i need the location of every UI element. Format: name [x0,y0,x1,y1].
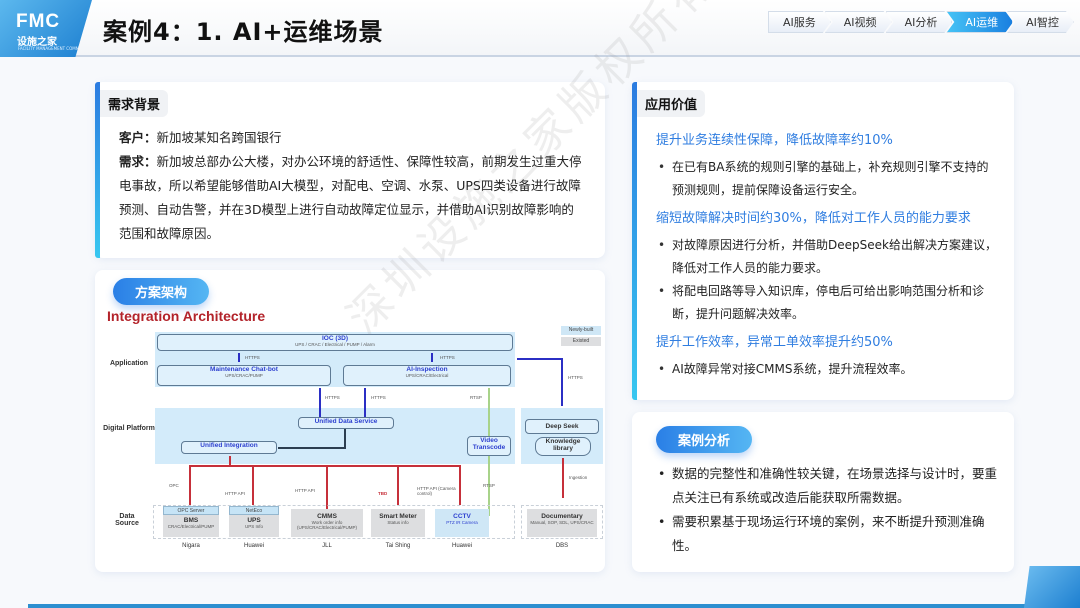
connector [189,465,191,505]
value-list: AI故障异常对接CMMS系统，提升流程效率。 [656,358,998,381]
connector [278,447,346,449]
connector [397,465,399,505]
requirements-body: 客户：新加坡某知名跨国银行 需求：新加坡总部办公大楼，对办公环境的舒适性、保障性… [119,126,585,246]
source-documentary: Documentary Manual, SOP, SDL, UPS/CRAC [527,509,597,537]
value-list: 对故障原因进行分析，并借助DeepSeek给出解决方案建议，降低对工作人员的能力… [656,234,998,326]
accent-bar [95,82,100,258]
case-analysis-card: 案例分析 数据的完整性和准确性较关键，在场景选择与设计时，要重点关注已有系统或改… [632,412,1014,572]
legend-new: Newly-built [561,326,601,335]
source-group [153,505,515,539]
connector [562,458,564,498]
arrow [431,353,433,362]
value-body: 提升业务连续性保障，降低故障率约10% 在已有BA系统的规则引擎的基础上，补充规… [656,130,998,387]
unified-integration-box: Unified Integration [181,441,277,454]
value-heading: 提升业务连续性保障，降低故障率约10% [656,133,893,148]
value-heading: 缩短故障解决时间约30%，降低对工作人员的能力要求 [656,211,971,226]
source-bms: BMS CRAC/Electrical/PUMP [163,515,219,537]
list-item: 数据的完整性和准确性较关键，在场景选择与设计时，要重点关注已有系统或改造后能获取… [654,462,1000,510]
video-transcode-box: Video Transcode [467,436,511,456]
breadcrumb: AI服务 AI视频 AI分析 AI运维 AI智控 [768,11,1074,33]
requirements-tag: 需求背景 [100,90,169,117]
customer-value: 新加坡某知名跨国银行 [156,130,282,145]
footer-bar [28,604,1080,608]
logo-sub: 设施之家 [17,37,57,48]
architecture-tag: 方案架构 [113,278,210,305]
source-group-docs [521,505,603,539]
requirements-card: 需求背景 客户：新加坡某知名跨国银行 需求：新加坡总部办公大楼，对办公环境的舒适… [95,82,605,258]
logo-tiny: FACILITY MANAGEMENT COMMUNITY [18,46,92,51]
logo: FMC 设施之家 FACILITY MANAGEMENT COMMUNITY [0,0,92,57]
crumb-ai-video[interactable]: AI视频 [825,11,892,33]
list-item: 将配电回路等导入知识库，停电后可给出影响范围分析和诊断，提升问题解决效率。 [656,280,998,326]
connector [326,465,328,509]
crumb-ai-analysis[interactable]: AI分析 [886,11,953,33]
connector [561,358,563,406]
arrow [319,388,321,420]
crumb-ai-service[interactable]: AI服务 [768,11,831,33]
case-analysis-tag: 案例分析 [656,426,753,453]
source-cmms: CMMS Work order info (UPS/CRAC/Electrica… [291,509,363,537]
list-item: 对故障原因进行分析，并借助DeepSeek给出解决方案建议，降低对工作人员的能力… [656,234,998,280]
deepseek-box: Deep Seek [525,419,599,434]
layer-application: Application [109,360,149,367]
connector [229,456,231,466]
crumb-ai-ops[interactable]: AI运维 [946,11,1013,33]
unified-data-service-box: Unified Data Service [298,417,394,429]
architecture-card: 方案架构 Integration Architecture Newly-buil… [95,270,605,572]
connector [344,429,346,448]
footer-corner [1024,566,1080,608]
need-value: 新加坡总部办公大楼，对办公环境的舒适性、保障性较高，前期发生过重大停电事故，所以… [119,154,582,241]
layer-source: Data Source [115,513,139,527]
accent-bar [632,82,637,400]
source-cctv: CCTV PTZ IR Camera [435,509,489,537]
legend-existing: Existed [561,337,601,346]
list-item: 在已有BA系统的规则引擎的基础上，补充规则引擎不支持的预测规则，提前保障设备运行… [656,156,998,202]
arrow [238,353,240,362]
knowledge-library-box: Knowledge library [535,437,591,456]
page-title: 案例4：1. AI+运维场景 [103,18,384,46]
ioc-box: IOC (3D) UPS / CRAC / Electrical / PUMP … [157,334,513,351]
arrow [364,388,366,420]
red-bus [189,465,459,467]
case-analysis-list: 数据的完整性和准确性较关键，在场景选择与设计时，要重点关注已有系统或改造后能获取… [654,462,1000,558]
crumb-ai-control[interactable]: AI智控 [1007,11,1074,33]
layer-digital: Digital Platform [103,425,155,432]
architecture-title: Integration Architecture [107,308,266,324]
list-item: 需要积累基于现场运行环境的案例，来不断提升预测准确性。 [654,510,1000,558]
value-card: 应用价值 提升业务连续性保障，降低故障率约10% 在已有BA系统的规则引擎的基础… [632,82,1014,400]
chatbot-box: Maintenance Chat-bot UPS/CRAC/PUMP [157,365,331,386]
logo-main: FMC [16,11,61,32]
connector [459,465,461,505]
need-label: 需求： [119,154,157,169]
value-tag: 应用价值 [637,90,706,117]
architecture-diagram: Newly-built Existed Application IOC (3D)… [95,270,605,570]
source-ups: UPS UPS Info [229,515,279,537]
customer-label: 客户： [119,130,157,145]
list-item: AI故障异常对接CMMS系统，提升流程效率。 [656,358,998,381]
connector [252,465,254,505]
ai-inspection-box: AI-Inspection UPS/CRAC/Electrical [343,365,511,386]
header: FMC 设施之家 FACILITY MANAGEMENT COMMUNITY 案… [0,0,1080,57]
connector [517,358,562,360]
value-list: 在已有BA系统的规则引擎的基础上，补充规则引擎不支持的预测规则，提前保障设备运行… [656,156,998,202]
value-heading: 提升工作效率，异常工单效率提升约50% [656,335,893,350]
source-smart-meter: Smart Meter Status info [371,509,425,537]
